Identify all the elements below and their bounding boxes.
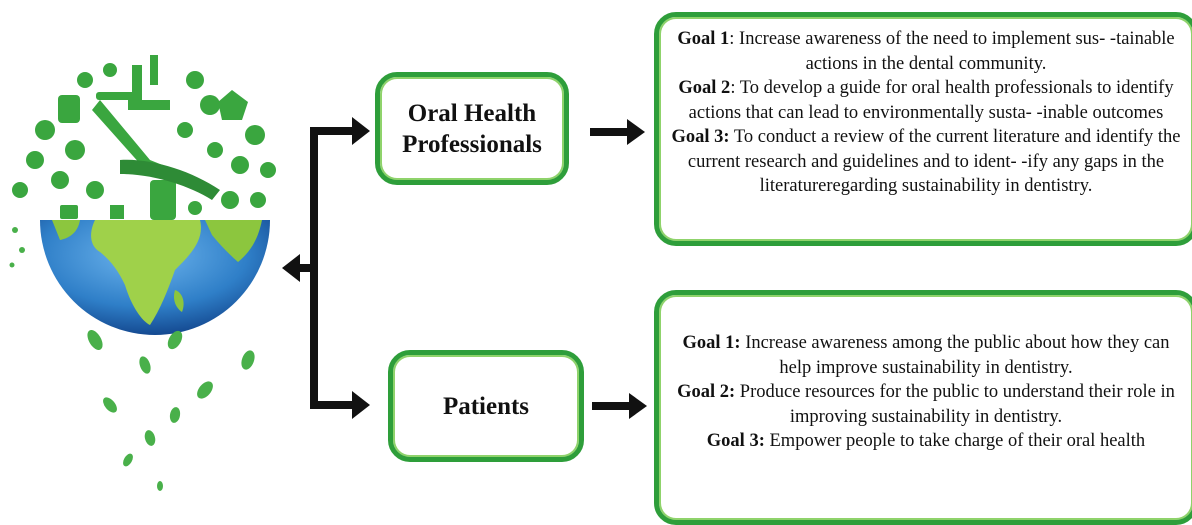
branch-label-line: Professionals [402, 130, 542, 158]
professionals-goals-box: Goal 1: Increase awareness of the need t… [654, 12, 1192, 246]
goal-item: Goal 1: Increase awareness among the pub… [682, 333, 1170, 378]
goal-item: Goal 1: Increase awareness of the need t… [677, 29, 1175, 74]
goal-item: Goal 2: To develop a guide for oral heal… [678, 78, 1174, 123]
patients-goals-box: Goal 1: Increase awareness among the pub… [654, 290, 1192, 525]
goal-item: Goal 3: To conduct a review of the curre… [671, 127, 1181, 196]
arrow-right-icon [590, 119, 645, 145]
goal-item: Goal 2: Produce resources for the public… [677, 382, 1175, 427]
branch-label-line: Patients [442, 392, 530, 420]
patients-box: Patients [388, 350, 584, 462]
branch-label-line: Oral Health [407, 99, 537, 127]
oral-health-professionals-box: Oral Health Professionals [375, 72, 569, 185]
arrow-right-icon [592, 393, 647, 419]
branch-connector [282, 117, 370, 419]
goal-item: Goal 3: Empower people to take charge of… [706, 431, 1146, 451]
earth-sustainability-illustration [9, 55, 276, 491]
